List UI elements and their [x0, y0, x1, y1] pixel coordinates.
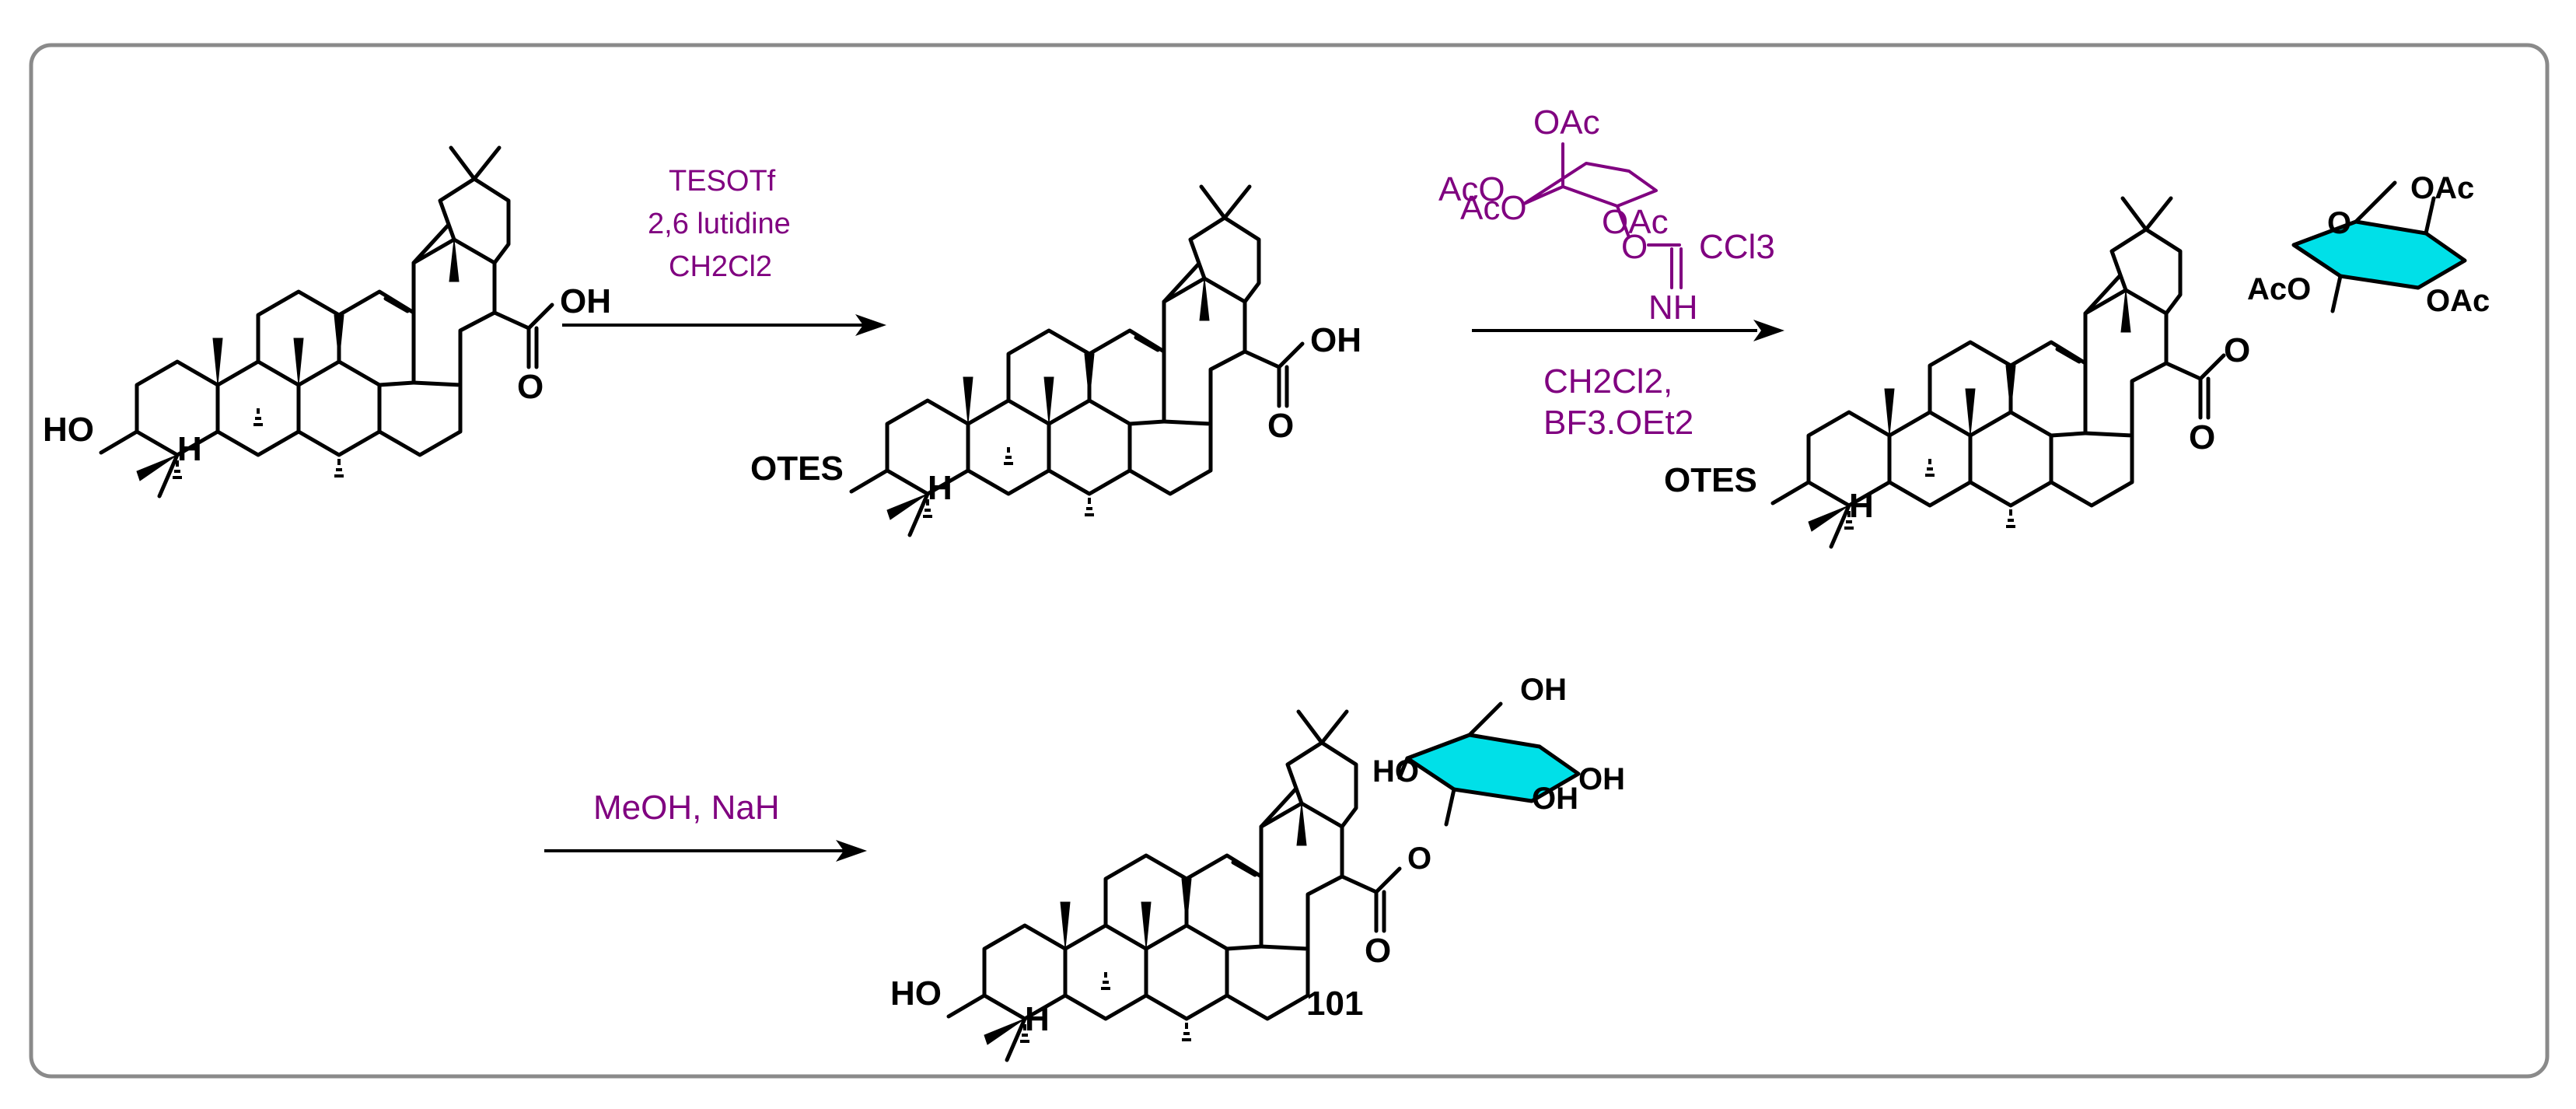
reagent-ch2cl2-1: CH2Cl2 — [669, 250, 772, 283]
reagent-lutidine: 2,6 lutidine — [648, 208, 791, 240]
product-carbonyl-o-label: O — [1365, 932, 1391, 970]
product-oh-lower: OH — [1532, 782, 1578, 816]
product-h-label: H — [1025, 1000, 1050, 1038]
int2-ring-o: O — [2327, 206, 2351, 240]
int1-oh-label: OH — [1310, 321, 1361, 359]
arrow-step-1: TESOTf 2,6 lutidine CH2Cl2 — [562, 165, 886, 336]
donor-aco-2: AcO — [1460, 189, 1527, 227]
int2-aco: AcO — [2247, 272, 2311, 306]
int2-carbonyl-o-label: O — [2189, 418, 2215, 457]
donor-ring-o: O — [1621, 228, 1648, 266]
sm-h-label: H — [177, 430, 202, 468]
donor-aco-1: AcO — [1438, 170, 1505, 208]
product-glycosidic-o: O — [1407, 841, 1431, 876]
int2-oac-top: OAc — [2410, 171, 2474, 205]
sm-oh-label: OH — [560, 282, 611, 320]
reagent-bf3: BF3.OEt2 — [1543, 404, 1693, 442]
reagent-ch2cl2-2: CH2Cl2, — [1543, 362, 1672, 401]
sm-carbonyl-o-label: O — [517, 368, 544, 406]
product-ho-label: HO — [890, 974, 942, 1013]
int2-sugar-ring: O OAc AcO OAc — [2247, 171, 2490, 318]
int2-oac-right: OAc — [2426, 284, 2490, 318]
product-sugar-ring: O HO OH OH OH — [1372, 673, 1625, 876]
reagent-meoh-nah: MeOH, NaH — [593, 789, 780, 827]
int2-ester-o-label: O — [2224, 331, 2250, 369]
donor-nh: NH — [1648, 289, 1698, 327]
donor-oac-3: OAc — [1602, 203, 1669, 241]
arrow-step-3: MeOH, NaH — [544, 789, 867, 862]
product-101: O HO H 101 O HO OH OH OH — [890, 673, 1625, 1060]
int2-otes-label: OTES — [1664, 461, 1757, 499]
reagent-tesotf: TESOTf — [669, 165, 776, 198]
int1-otes-label: OTES — [750, 450, 844, 488]
intermediate-glycoside-ester: O O OTES H O OAc AcO OAc — [1664, 171, 2490, 547]
sm-ho-label: HO — [43, 411, 94, 449]
arrow-step-2: OAc AcO AcO OAc O CCl3 NH CH2Cl2, BF3.OE… — [1438, 103, 1784, 442]
donor-ccl3: CCl3 — [1699, 228, 1775, 266]
int1-h-label: H — [928, 469, 952, 507]
int1-carbonyl-o-label: O — [1267, 407, 1294, 445]
donor-oac-top: OAc — [1533, 103, 1600, 142]
product-ho-sugar: HO — [1372, 754, 1419, 789]
intermediate-tes-acid: OH O OTES H — [750, 187, 1361, 535]
int2-h-label: H — [1849, 487, 1874, 525]
glycosyl-donor: OAc AcO AcO OAc O CCl3 NH — [1438, 103, 1775, 327]
product-oh-top: OH — [1520, 673, 1567, 707]
product-oh-right: OH — [1578, 762, 1625, 796]
starting-material: OH O HO H — [43, 148, 611, 496]
scheme-frame — [29, 43, 2550, 1079]
compound-number-101: 101 — [1306, 985, 1363, 1023]
